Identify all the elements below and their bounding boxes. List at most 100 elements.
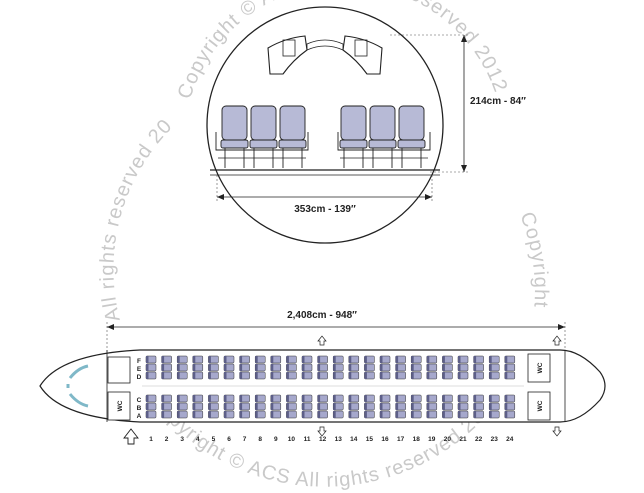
seat-backrest <box>504 403 508 410</box>
seat-backrest <box>255 364 258 371</box>
seat-backrest <box>395 372 399 379</box>
row-number: 19 <box>428 436 436 443</box>
rear-wc-lower-box <box>527 391 551 421</box>
right-overhead-bin <box>342 35 383 75</box>
front-galley-box <box>107 356 131 384</box>
seat-backrest <box>146 372 149 379</box>
seat-backrest <box>426 356 430 363</box>
seat-cushion <box>249 139 278 149</box>
seat-letter: F <box>137 358 141 365</box>
seat-backrest <box>255 372 258 379</box>
seat-backrest <box>458 372 461 379</box>
seat-back <box>340 105 367 141</box>
svg-text:All rights reserved 2012: All rights reserved 2012 <box>0 0 177 324</box>
seat-backrest <box>364 403 367 410</box>
seat-backrest <box>208 403 211 410</box>
rear-wc-upper-box <box>527 353 551 383</box>
seat-backrest <box>442 403 445 410</box>
seat-backrest <box>426 395 430 402</box>
seat-backrest <box>333 364 336 371</box>
seat-backrest <box>442 411 445 418</box>
row-number: 3 <box>180 436 184 443</box>
svg-text:Copyright: Copyright <box>515 209 552 309</box>
seat-backrest <box>146 364 149 371</box>
seat-backrest <box>161 364 165 371</box>
seat-backrest <box>458 356 461 363</box>
seat-backrest <box>504 356 508 363</box>
seat-backrest <box>489 411 492 418</box>
row-number: 8 <box>258 436 262 443</box>
seat-backrest <box>426 364 430 371</box>
seat-backrest <box>270 411 274 418</box>
seat-backrest <box>177 364 180 371</box>
seat-backrest <box>270 356 274 363</box>
seat-backrest <box>458 364 461 371</box>
row-number: 18 <box>413 436 421 443</box>
row-number: 4 <box>196 436 200 443</box>
seat-letter: B <box>137 405 142 412</box>
seat-backrest <box>177 356 180 363</box>
seat-backrest <box>411 403 414 410</box>
row-number: 2 <box>165 436 169 443</box>
seat-back <box>279 105 306 141</box>
seat-letter: A <box>137 413 142 420</box>
seat-backrest <box>317 395 321 402</box>
seat-backrest <box>489 356 492 363</box>
seat-backrest <box>333 411 336 418</box>
width-label: 353cm - 139″ <box>294 204 356 215</box>
seat-backrest <box>161 356 165 363</box>
seat-backrest <box>458 411 461 418</box>
seat-backrest <box>302 395 305 402</box>
seat-backrest <box>146 356 149 363</box>
seat-backrest <box>255 395 258 402</box>
seat-backrest <box>380 356 383 363</box>
length-arrow-right <box>558 324 565 330</box>
seat-backrest <box>348 372 352 379</box>
cross-section-seat <box>249 105 278 168</box>
seat-backrest <box>411 395 414 402</box>
seat-backrest <box>239 356 243 363</box>
seat-backrest <box>473 411 477 418</box>
seat-back <box>369 105 396 141</box>
seat-backrest <box>380 364 383 371</box>
armrest-frame <box>337 132 431 151</box>
seat-backrest <box>177 395 180 402</box>
row-number: 7 <box>243 436 247 443</box>
seat-backrest <box>473 403 477 410</box>
ceiling-panel <box>306 39 344 51</box>
seat-backrest <box>411 411 414 418</box>
seat-backrest <box>473 356 477 363</box>
seat-backrest <box>239 395 243 402</box>
rear-wc-upper-label: WC <box>537 362 544 373</box>
row-number: 13 <box>335 436 343 443</box>
seat-backrest <box>192 403 196 410</box>
seat-backrest <box>302 372 305 379</box>
seat-backrest <box>426 403 430 410</box>
seat-backrest <box>473 364 477 371</box>
seat-backrest <box>224 372 227 379</box>
cross-section-seat <box>397 105 426 168</box>
seat-backrest <box>473 372 477 379</box>
seat-backrest <box>426 372 430 379</box>
seat-backrest <box>192 411 196 418</box>
armrest-frame <box>215 132 309 151</box>
row-number: 21 <box>459 436 467 443</box>
rear-wc-lower-label: WC <box>537 400 544 411</box>
length-label: 2,408cm - 948″ <box>287 310 357 321</box>
cross-section-seat <box>339 105 368 168</box>
seat-backrest <box>395 364 399 371</box>
seat-backrest <box>489 395 492 402</box>
seat-cushion <box>220 139 249 149</box>
seat-backrest <box>504 411 508 418</box>
seat-backrest <box>255 403 258 410</box>
seat-backrest <box>161 403 165 410</box>
seat-backrest <box>411 364 414 371</box>
seat-backrest <box>333 403 336 410</box>
seat-backrest <box>317 403 321 410</box>
watermark-top-arc: Copyright © ACS All rights reserved 2012 <box>174 0 511 102</box>
front-wc-box <box>107 391 131 421</box>
seat-backrest <box>411 372 414 379</box>
row-number: 23 <box>491 436 499 443</box>
